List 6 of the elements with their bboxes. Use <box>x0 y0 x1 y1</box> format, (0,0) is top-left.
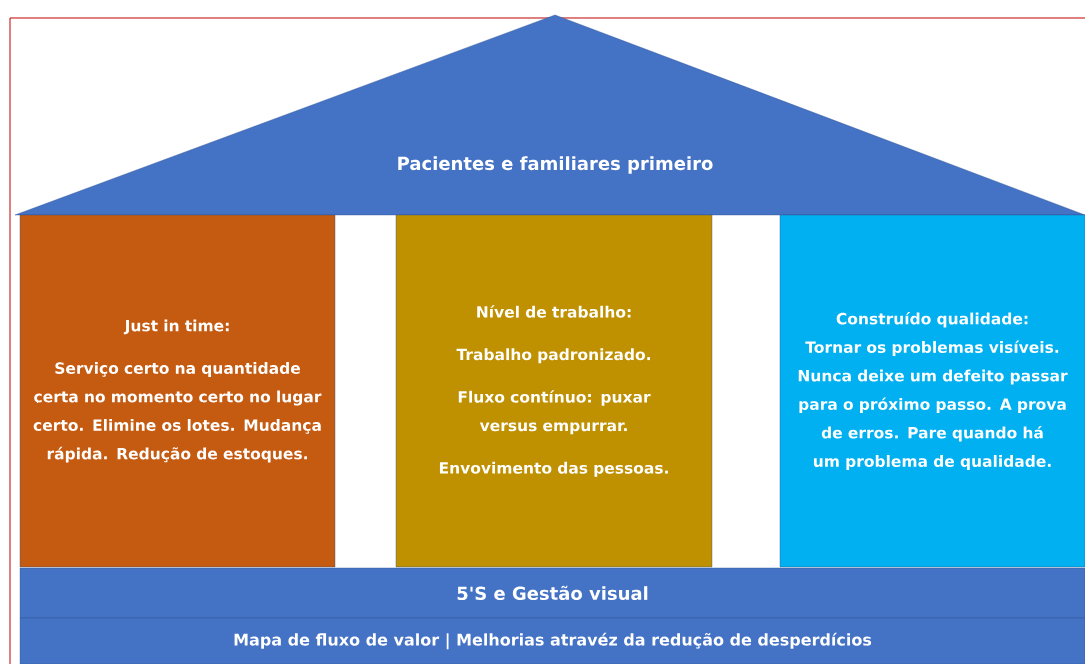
foundation-band: Mapa de fluxo de valor | Melhorias atravéz da redução de desperdícios <box>19 617 1085 664</box>
pillar-box: Construído qualidade: Tornar os problemas visíveis. Nunca deixe um defeito passar para o próximo passo. A prova de erros. Pare quando há um problema de qualidade. <box>779 214 1085 568</box>
pillar-box: Just in time: Serviço certo na quantidade certa no momento certo no lugar certo. Elimine os lotes. Mudança rápida. Redução de estoques. <box>19 214 336 568</box>
roof-triangle: Pacientes e familiares primeiro <box>14 14 1085 216</box>
pillar-box: Nível de trabalho: Trabalho padronizado. Fluxo contínuo: puxar versus empurrar. Envovimento das pessoas. <box>395 214 713 568</box>
foundation-band: 5'S e Gestão visual <box>19 567 1085 619</box>
